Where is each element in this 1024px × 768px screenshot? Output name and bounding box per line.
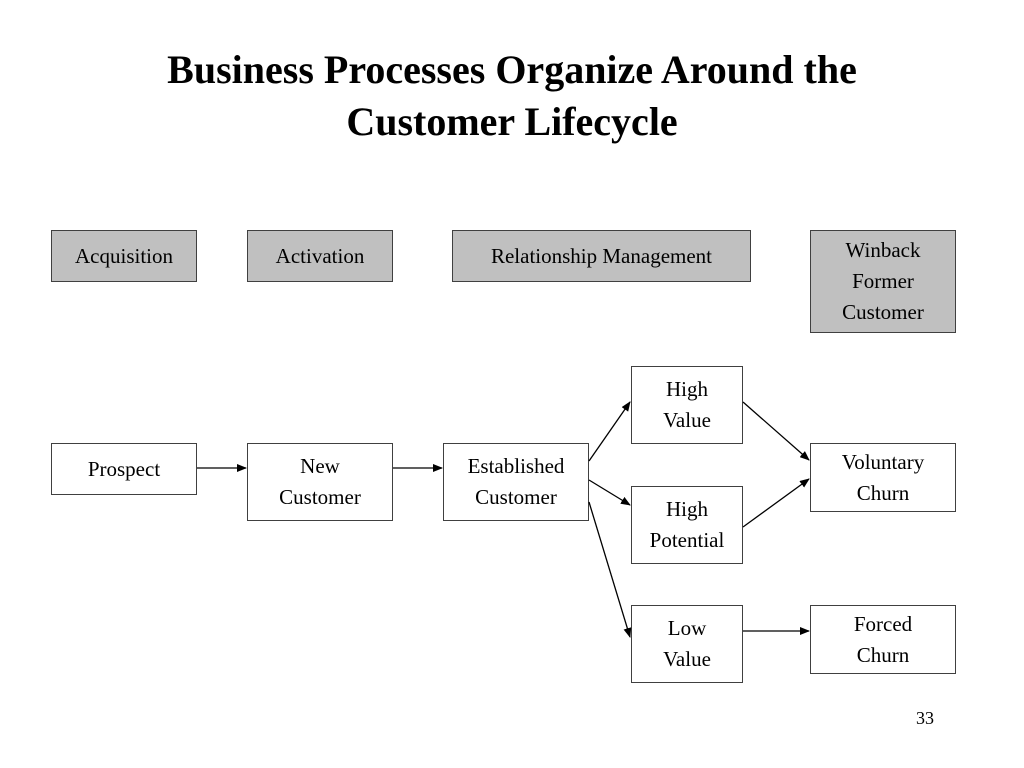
state-low-value: Low Value <box>631 605 743 683</box>
phase-acquisition-label: Acquisition <box>75 243 173 268</box>
state-established-line-1: Established <box>467 454 565 478</box>
state-prospect-label: Prospect <box>87 456 161 481</box>
state-forced-churn-line-1: Forced <box>853 611 913 636</box>
state-voluntary-churn: Voluntary Churn <box>810 443 956 512</box>
state-new-customer-line-2: Customer <box>279 485 361 509</box>
arrow-established-to-high-potential <box>588 479 631 506</box>
state-high-value: High Value <box>631 366 743 444</box>
state-voluntary-churn-line-1: Voluntary <box>841 449 925 474</box>
state-established-customer: Established Customer <box>443 443 589 521</box>
title-line-1: Business Processes Organize Around the <box>167 47 857 92</box>
arrow-established-to-high-value <box>588 401 631 462</box>
phase-winback-line-2: Former <box>852 269 914 293</box>
state-high-value-line-2: Value <box>663 408 711 432</box>
state-voluntary-churn-line-2: Churn <box>856 480 910 505</box>
phase-relationship-label: Relationship Management <box>490 243 713 268</box>
state-prospect: Prospect <box>51 443 197 495</box>
state-high-potential: High Potential <box>631 486 743 564</box>
arrow-high-potential-to-voluntary-churn <box>742 478 810 528</box>
arrow-established-to-low-value <box>588 501 632 638</box>
state-established-line-2: Customer <box>475 485 557 509</box>
state-forced-churn-line-2: Churn <box>856 642 910 667</box>
phase-winback: Winback Former Customer <box>810 230 956 333</box>
state-low-value-line-1: Low <box>667 616 707 640</box>
phase-winback-line-1: Winback <box>845 238 921 262</box>
state-new-customer: New Customer <box>247 443 393 521</box>
phase-acquisition: Acquisition <box>51 230 197 282</box>
title-line-2: Customer Lifecycle <box>346 99 678 144</box>
phase-activation-label: Activation <box>275 243 365 268</box>
slide-title: Business Processes Organize Around the C… <box>0 44 1024 148</box>
state-low-value-line-2: Value <box>663 647 711 671</box>
state-high-value-line-1: High <box>666 377 708 401</box>
state-high-potential-line-2: Potential <box>649 528 725 552</box>
state-new-customer-line-1: New <box>300 454 340 478</box>
phase-activation: Activation <box>247 230 393 282</box>
arrow-high-value-to-voluntary-churn <box>742 401 810 461</box>
phase-relationship-management: Relationship Management <box>452 230 751 282</box>
page-number: 33 <box>916 708 934 728</box>
state-forced-churn: Forced Churn <box>810 605 956 674</box>
state-high-potential-line-1: High <box>666 497 708 521</box>
phase-winback-line-3: Customer <box>842 300 924 324</box>
